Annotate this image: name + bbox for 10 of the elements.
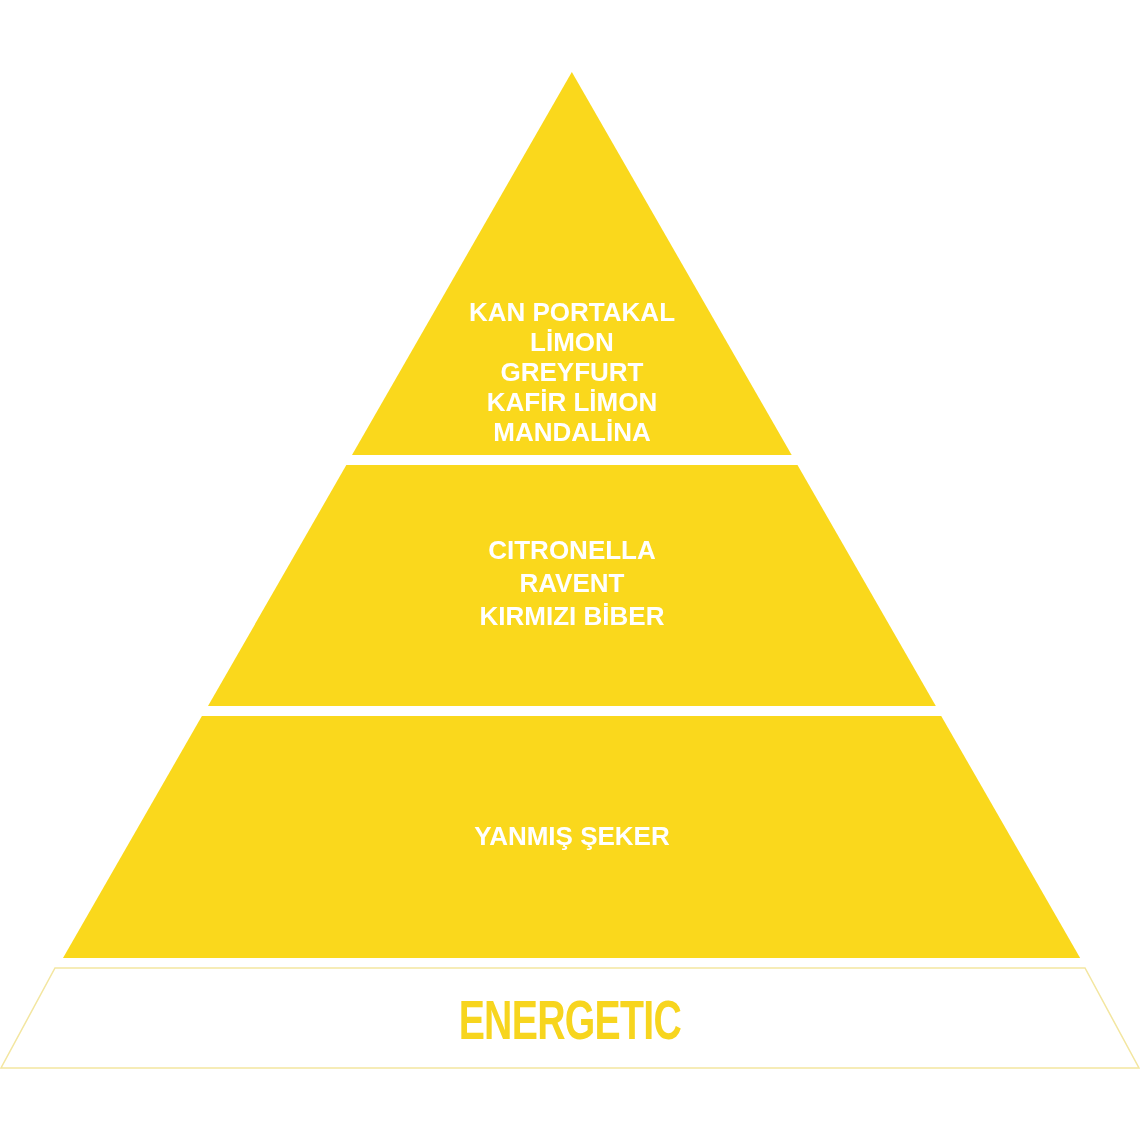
- mood-label: ENERGETIC: [458, 992, 682, 1048]
- note-text: KAFİR LİMON: [486, 389, 658, 415]
- note-text: KAN PORTAKAL: [468, 299, 675, 325]
- note-text: RAVENT: [519, 570, 625, 596]
- note-text: MANDALİNA: [493, 419, 651, 445]
- note-text: LİMON: [530, 329, 614, 355]
- note-text: KIRMIZI BİBER: [479, 603, 665, 629]
- note-text: GREYFURT: [500, 359, 644, 385]
- note-text: CITRONELLA: [488, 537, 656, 563]
- note-text: YANMIŞ ŞEKER: [474, 823, 670, 849]
